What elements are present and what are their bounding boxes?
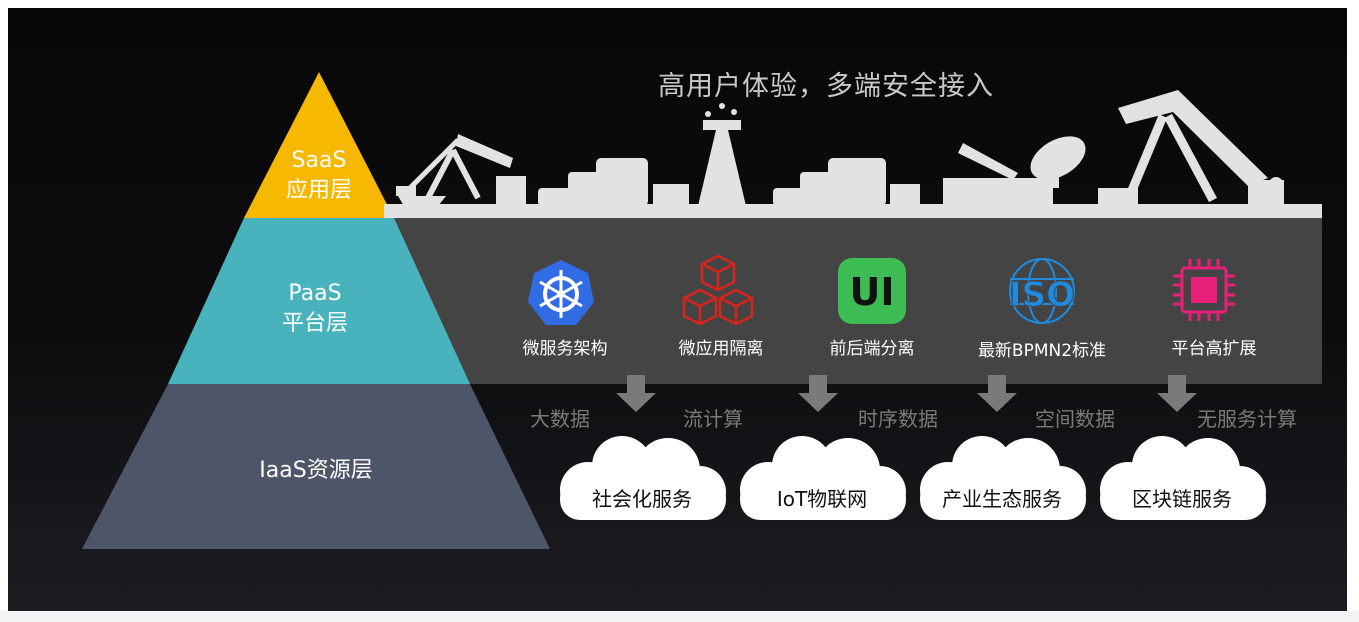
cloud-shape	[740, 436, 906, 520]
down-arrow-icon	[977, 375, 1017, 412]
iso-globe-icon: ISO	[1008, 258, 1076, 324]
data-type-timeseries: 时序数据	[858, 407, 938, 431]
iaas-label: IaaS资源层	[259, 458, 373, 483]
iaas-layer	[82, 384, 550, 549]
cubes-icon	[682, 254, 754, 326]
saas-label: SaaS 应用层	[259, 146, 379, 206]
feature-label-micro-app: 微应用隔离	[678, 339, 764, 359]
cloud-label-iot: IoT物联网	[776, 487, 868, 511]
kubernetes-helm-icon	[528, 260, 594, 325]
down-arrow-icon	[1157, 375, 1197, 412]
chip-icon	[1173, 259, 1235, 321]
data-type-serverless: 无服务计算	[1197, 407, 1297, 431]
saas-layer	[244, 72, 394, 218]
cloud-shape	[560, 436, 726, 520]
data-type-bigdata: 大数据	[530, 407, 590, 431]
cloud-label-social: 社会化服务	[592, 487, 692, 511]
cloud-label-blockchain: 区块链服务	[1132, 487, 1232, 511]
feature-label-extensible: 平台高扩展	[1171, 339, 1257, 359]
paas-layer	[168, 218, 470, 384]
cloud-shape	[920, 436, 1086, 520]
down-arrow-icon	[798, 375, 838, 412]
paas-label: PaaS 平台层	[255, 279, 375, 339]
ui-icon-text: UI	[850, 270, 895, 314]
feature-label-microservice: 微服务架构	[522, 339, 608, 359]
paas-label-line1: PaaS	[288, 281, 342, 306]
data-type-spatial: 空间数据	[1035, 407, 1115, 431]
diagram-canvas: UI ISO	[8, 8, 1347, 611]
diagram-graphic: UI ISO	[82, 72, 1322, 549]
iso-icon-text: ISO	[1009, 275, 1075, 315]
ui-icon: UI	[838, 258, 906, 324]
down-arrow-icon	[616, 375, 656, 412]
cloud-shape	[1100, 436, 1266, 520]
industrial-skyline-icon	[384, 90, 1322, 218]
feature-label-bpmn2: 最新BPMN2标准	[977, 341, 1107, 361]
saas-label-line1: SaaS	[291, 148, 347, 173]
cloud-label-ecology: 产业生态服务	[942, 487, 1062, 511]
bottom-strip	[0, 611, 1359, 622]
headline: 高用户体验，多端安全接入	[658, 71, 994, 102]
paas-label-line2: 平台层	[281, 311, 348, 336]
data-type-stream: 流计算	[683, 407, 743, 431]
feature-label-frontend-backend: 前后端分离	[829, 339, 915, 359]
saas-label-line2: 应用层	[285, 178, 352, 203]
